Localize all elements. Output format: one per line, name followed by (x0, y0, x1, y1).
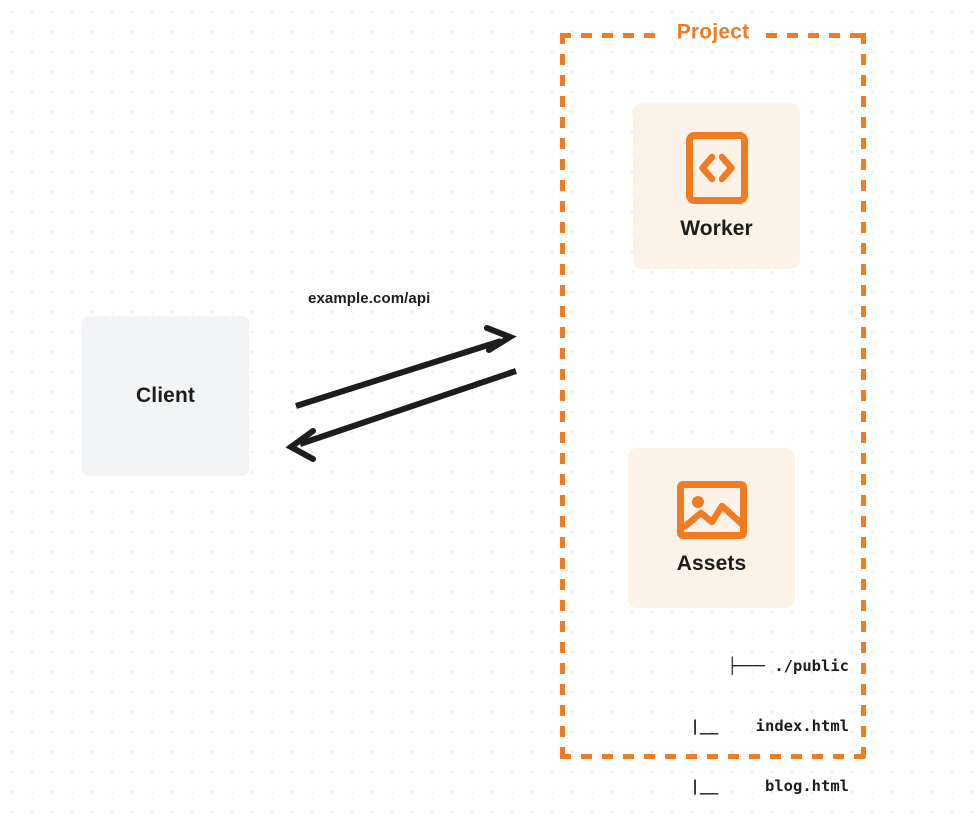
project-border-bottom (560, 754, 866, 759)
client-node[interactable]: Client (82, 316, 249, 476)
image-icon (676, 480, 748, 540)
connection-label: example.com/api (308, 290, 431, 307)
arrow-project-to-client (285, 368, 517, 462)
file-tree-line: ├─── ./public (727, 657, 849, 675)
project-group-title: Project (669, 20, 757, 45)
worker-card[interactable]: Worker (633, 103, 800, 269)
code-brackets-icon (685, 131, 749, 205)
assets-card-label: Assets (676, 552, 747, 575)
project-border-right (861, 33, 866, 759)
assets-file-tree: ├─── ./public |__ index.html |__ blog.ht… (604, 616, 849, 818)
file-tree-line: |__ blog.html (690, 777, 849, 795)
worker-card-label: Worker (680, 217, 753, 240)
client-node-label: Client (136, 384, 195, 407)
project-border-top-left (560, 33, 660, 38)
file-tree-line: |__ index.html (690, 717, 849, 735)
project-border-top-right (766, 33, 866, 38)
project-group: Project Worker Assets (560, 20, 866, 795)
arrow-client-to-project (295, 325, 517, 409)
project-border-left (560, 33, 565, 759)
assets-card[interactable]: Assets (628, 448, 795, 608)
